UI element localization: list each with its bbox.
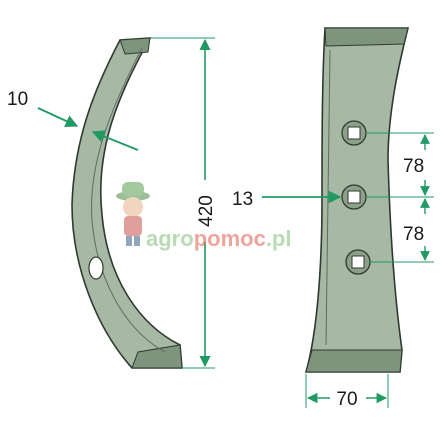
thickness-arrow-inner xyxy=(91,130,139,151)
spacing-top-label: 78 xyxy=(403,156,424,177)
width-dimension: 70 xyxy=(305,374,389,410)
blade-side-hole xyxy=(88,256,104,280)
thickness-arrow-outer xyxy=(37,107,79,127)
spacing-bottom-label: 78 xyxy=(403,224,424,245)
height-dimension: 420 xyxy=(150,37,217,369)
bolt-hole-bottom xyxy=(345,249,371,275)
bolt-size-dimension: 13 xyxy=(232,189,342,210)
blade-side-bevel-bottom xyxy=(131,344,183,369)
bolt-hole-top xyxy=(341,120,367,146)
blade-front-bevel-top xyxy=(324,27,409,47)
farmer-mascot-icon xyxy=(116,182,150,246)
blade-front-view xyxy=(304,27,410,373)
watermark-text-domain: .pl xyxy=(266,226,292,251)
thickness-label: 10 xyxy=(7,89,28,110)
hole-spacing-dimension: 78 78 xyxy=(366,132,434,263)
blade-side-bevel-top xyxy=(119,37,151,55)
blade-front-bevel-bottom xyxy=(305,349,403,373)
watermark-text: agropomoc.pl xyxy=(146,226,291,251)
bolt-hole-middle xyxy=(341,184,367,210)
watermark: agropomoc.pl xyxy=(116,182,291,251)
blade-side-inner-line xyxy=(91,47,166,353)
thickness-dimension: 10 xyxy=(7,89,139,151)
width-label: 70 xyxy=(336,389,357,410)
watermark-text-agro: agro xyxy=(146,226,194,251)
bolt-size-label: 13 xyxy=(232,189,253,210)
watermark-text-pomoc: pomoc xyxy=(194,226,266,251)
height-label: 420 xyxy=(196,195,217,227)
